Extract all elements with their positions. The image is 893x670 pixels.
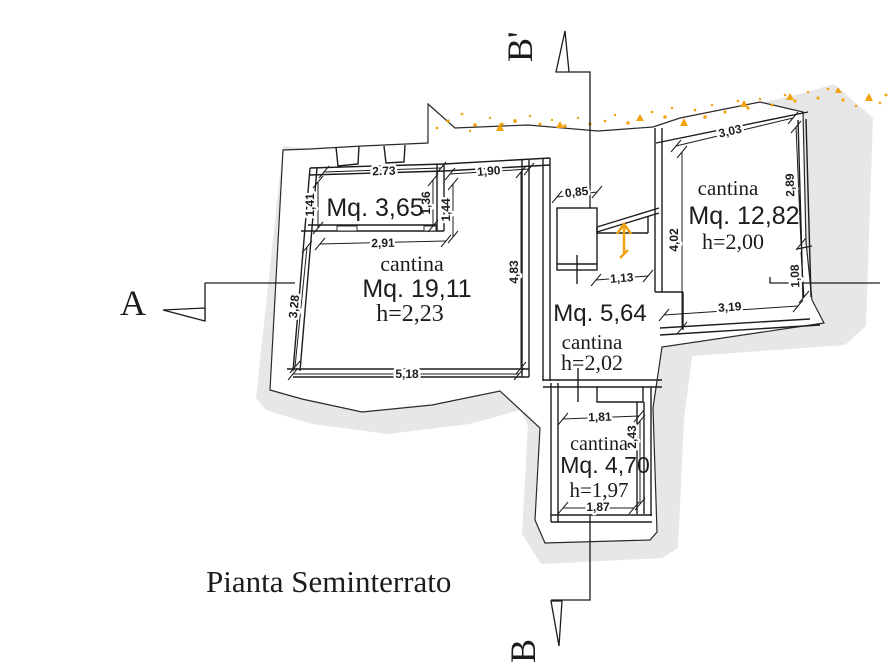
dim-stair-width: 1,13 xyxy=(610,270,635,286)
section-label-b: B xyxy=(503,639,543,663)
room-bottom-area: Mq. 4,70 xyxy=(560,452,650,478)
section-label-b-prime: B' xyxy=(500,32,540,63)
room-bottom-name: cantina xyxy=(570,433,628,455)
room-middle-name: cantina xyxy=(562,330,623,354)
room-middle-area: Mq. 5,64 xyxy=(553,300,646,327)
dim-small-right: 1,36 xyxy=(419,191,433,215)
room-right-height: h=2,00 xyxy=(702,229,764,254)
room-small-area: Mq. 3,65 xyxy=(326,194,423,222)
dim-right-bottom: 3,19 xyxy=(718,299,743,315)
dim-shaft-width: 0,85 xyxy=(564,184,589,200)
terrain-speckles xyxy=(435,87,888,133)
room-labels: Mq. 3,65 cantina Mq. 19,11 h=2,23 Mq. 5,… xyxy=(326,176,799,502)
site-boundary xyxy=(269,101,825,544)
dim-right-side-low: 1,08 xyxy=(788,264,803,288)
section-arrow-a xyxy=(162,307,206,322)
section-arrow-b-prime xyxy=(555,30,570,73)
dim-top-right: 1,90 xyxy=(477,163,502,179)
dim-right-left: 4,02 xyxy=(667,228,681,252)
room-main-area: Mq. 19,11 xyxy=(362,275,471,303)
room-middle-height: h=2,02 xyxy=(561,350,623,375)
dim-main-right: 4,83 xyxy=(507,260,521,284)
dim-small-top: 2.73 xyxy=(372,164,396,179)
walls xyxy=(287,111,821,523)
dim-small-bottom: 2,91 xyxy=(371,236,395,250)
section-arrow-b xyxy=(550,600,563,647)
dim-bottom-top: 1,81 xyxy=(588,410,612,425)
stair-direction-arrow xyxy=(616,221,632,259)
room-right-name: cantina xyxy=(698,176,759,200)
room-bottom-height: h=1,97 xyxy=(569,478,628,502)
room-main-height: h=2,23 xyxy=(376,301,444,327)
room-main-name: cantina xyxy=(380,251,444,276)
section-lines xyxy=(162,30,880,647)
stair-area xyxy=(556,207,660,284)
room-right-area: Mq. 12,82 xyxy=(688,202,799,230)
window-marks xyxy=(336,225,437,232)
dim-right-side: 2,89 xyxy=(783,173,798,197)
dimension-labels: 2.73 1,41 1,36 1,44 1,90 2,91 3,28 4,83 … xyxy=(283,119,805,516)
dim-bottom-side: 2,43 xyxy=(625,425,639,449)
dim-main-bottom: 5,18 xyxy=(395,367,419,381)
dimension-lines xyxy=(287,111,810,515)
page-title: Pianta Seminterrato xyxy=(206,564,451,599)
dim-small-left: 1,41 xyxy=(303,193,317,217)
dim-main-left: 3,28 xyxy=(286,294,302,319)
section-label-a: A xyxy=(120,283,146,323)
dim-alcove: 1,44 xyxy=(439,198,453,222)
dim-bottom-bottom: 1,87 xyxy=(586,500,610,514)
